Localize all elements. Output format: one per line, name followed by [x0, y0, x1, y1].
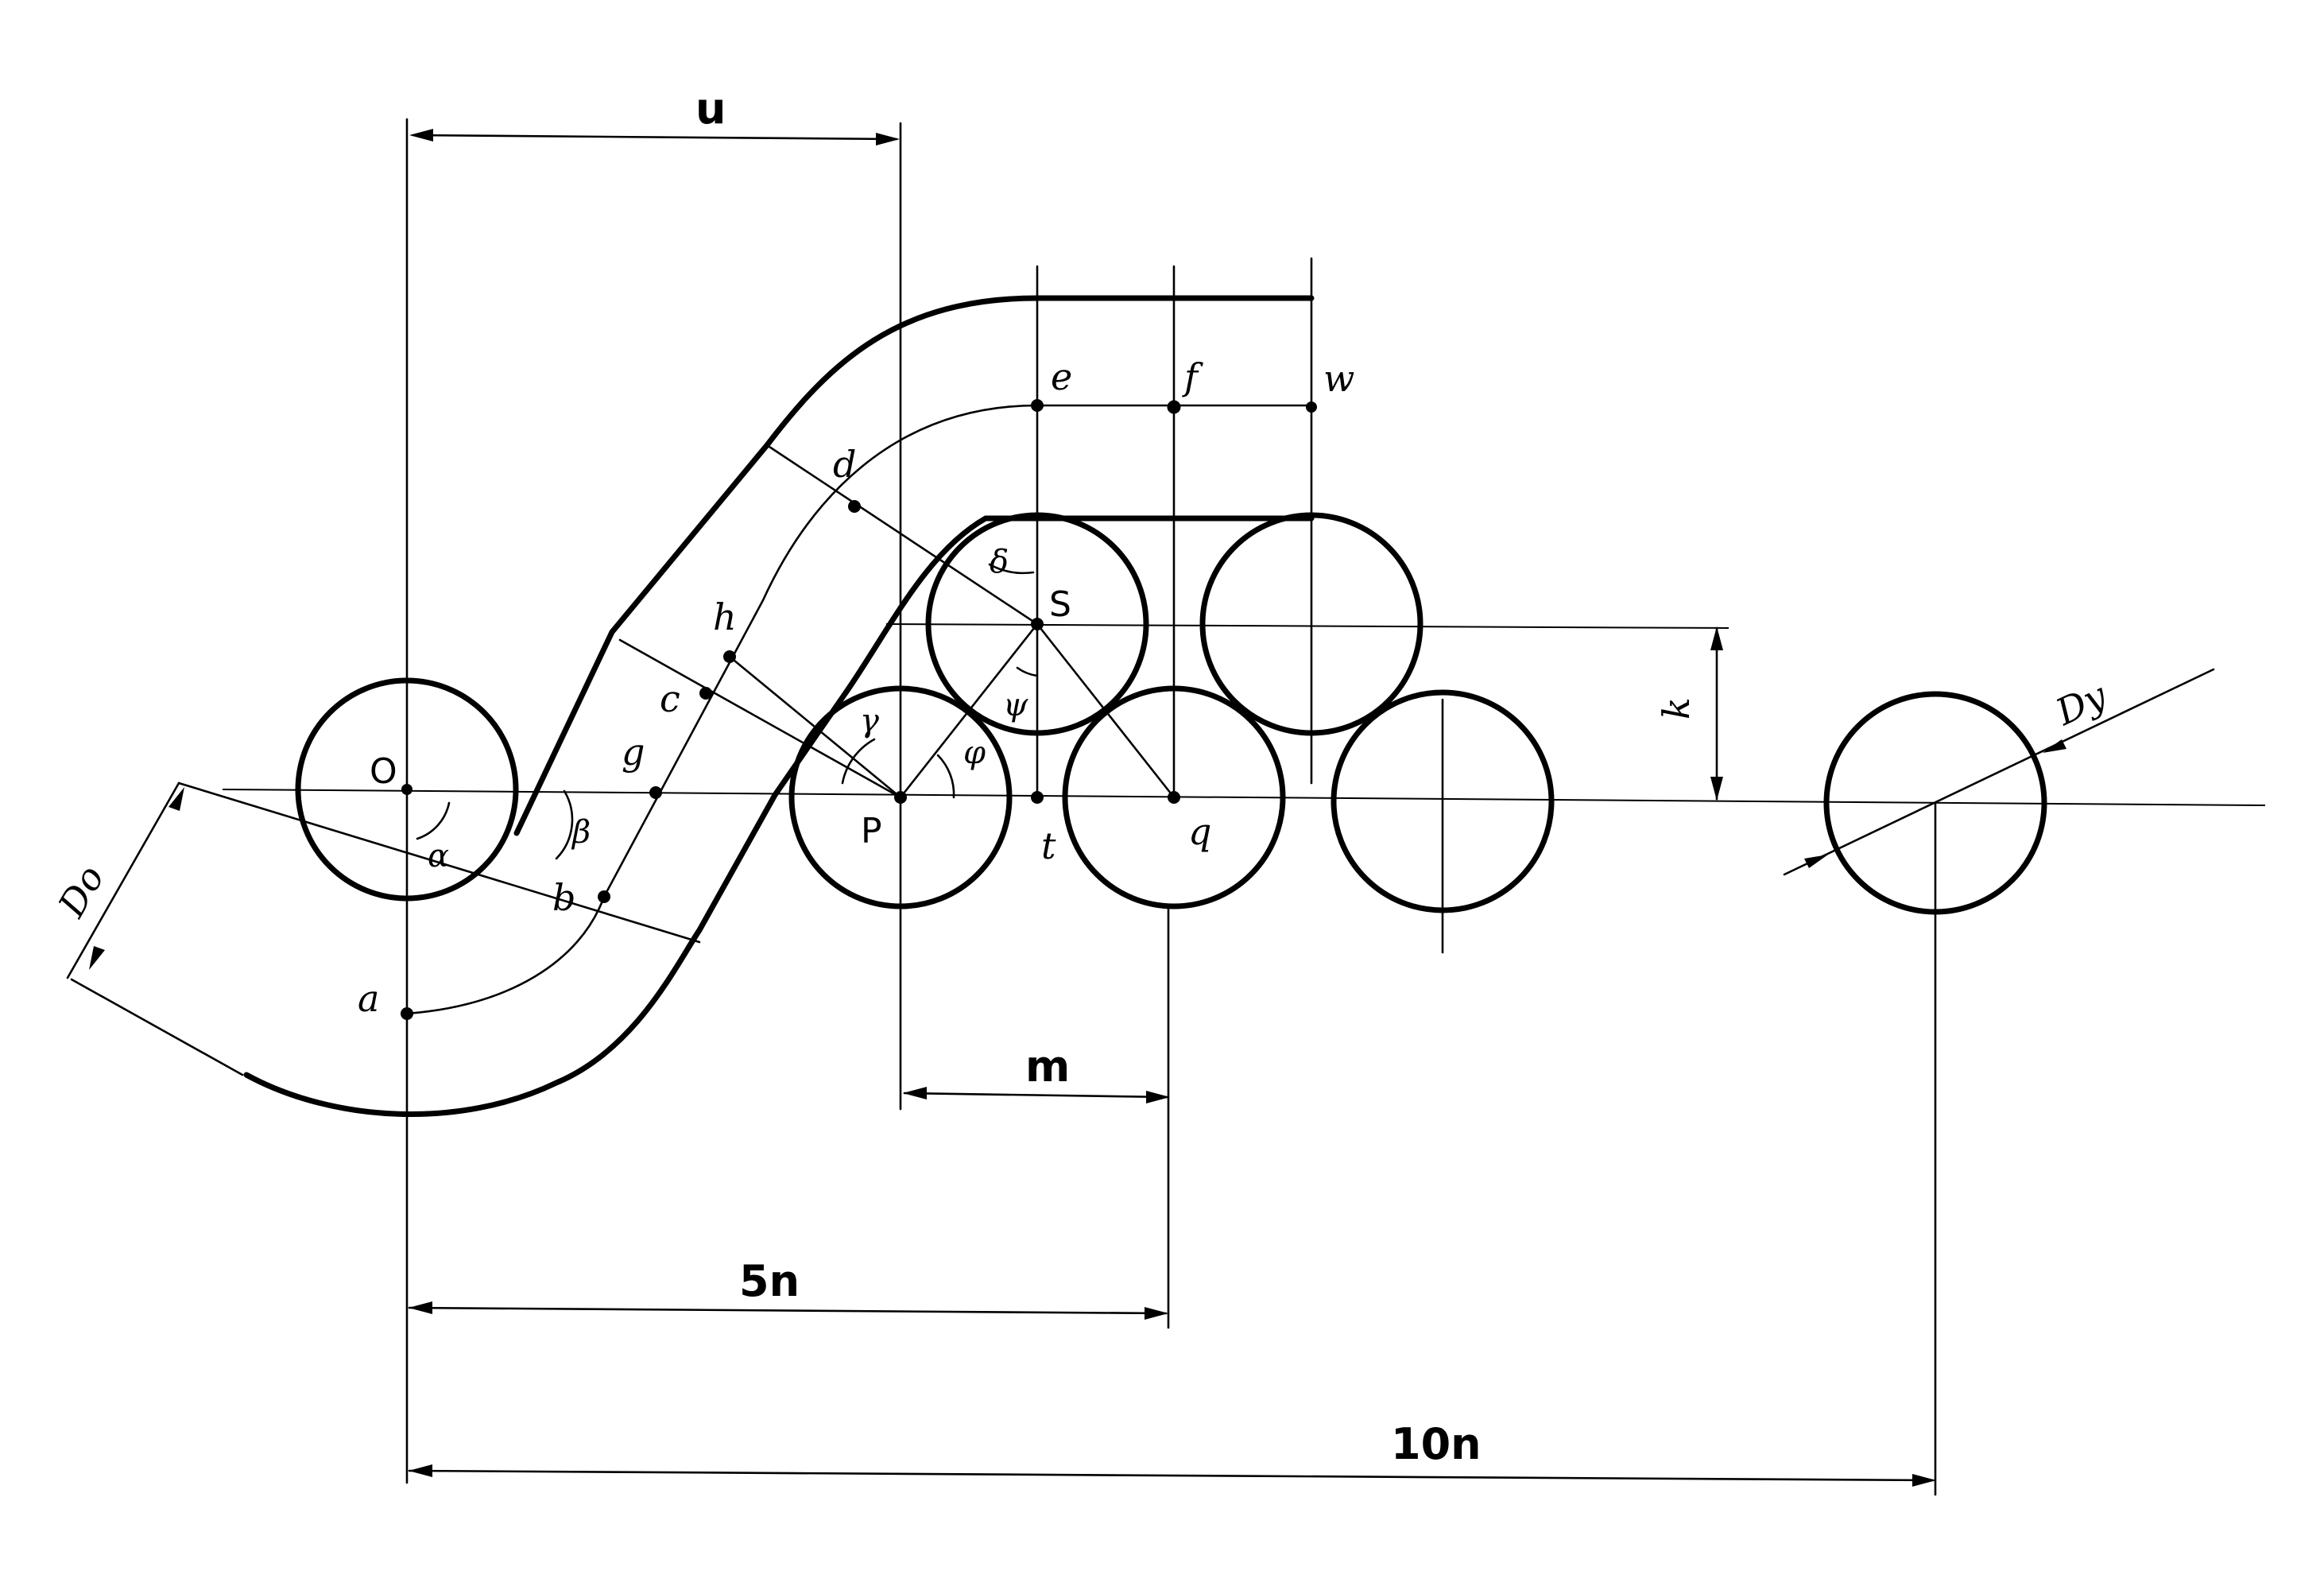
point-f-label: f: [1182, 355, 1203, 398]
centre-line-path: [405, 404, 1039, 1015]
angle-gamma-label: γ: [860, 703, 879, 739]
point-O-label: O: [370, 751, 397, 792]
bent-strip-contour: [243, 295, 1315, 1117]
point-P-label: P: [861, 811, 882, 851]
point-b-label: b: [552, 876, 575, 919]
point-w-label: w: [1323, 357, 1354, 400]
circle-S: [925, 512, 1149, 736]
angle-beta-label: β: [571, 814, 591, 851]
dim-k-label: k: [1655, 697, 1698, 719]
point-a-label: a: [358, 977, 379, 1020]
circle-O: [295, 677, 519, 902]
point-t-label: t: [1041, 824, 1056, 867]
dim-dy-label: Dy: [2049, 673, 2114, 734]
point-q-label: q: [1188, 810, 1211, 853]
construction-lines: [66, 118, 2266, 1496]
key-points: [401, 399, 1317, 1020]
circle-Dy: [1823, 691, 2047, 915]
circle-P: [788, 685, 1013, 909]
angle-arcs: [416, 563, 1039, 860]
angle-alpha-label: α: [428, 838, 449, 874]
labels: u m 5n 10n k Do Dy O a b g c h d e f w S…: [49, 83, 2113, 1469]
point-S-label: S: [1049, 584, 1071, 625]
dim-u-label: u: [695, 83, 726, 134]
point-c-label: c: [660, 677, 680, 720]
circle-q: [1062, 685, 1286, 909]
rollers: [295, 512, 2047, 915]
point-d-label: d: [833, 443, 856, 486]
angle-phi-label: φ: [963, 735, 986, 771]
circle-right-upper: [1199, 512, 1423, 736]
dim-m-label: m: [1025, 1041, 1070, 1092]
circle-right-lower: [1330, 689, 1555, 913]
point-h-label: h: [713, 595, 737, 638]
point-g-label: g: [622, 731, 645, 774]
dim-5n-label: 5n: [739, 1256, 800, 1306]
point-e-label: e: [1051, 355, 1072, 398]
dimension-lines: [89, 129, 2066, 1487]
dim-10n-label: 10n: [1391, 1419, 1482, 1469]
angle-psi-label: ψ: [1003, 687, 1028, 723]
angle-delta-label: δ: [990, 544, 1009, 580]
